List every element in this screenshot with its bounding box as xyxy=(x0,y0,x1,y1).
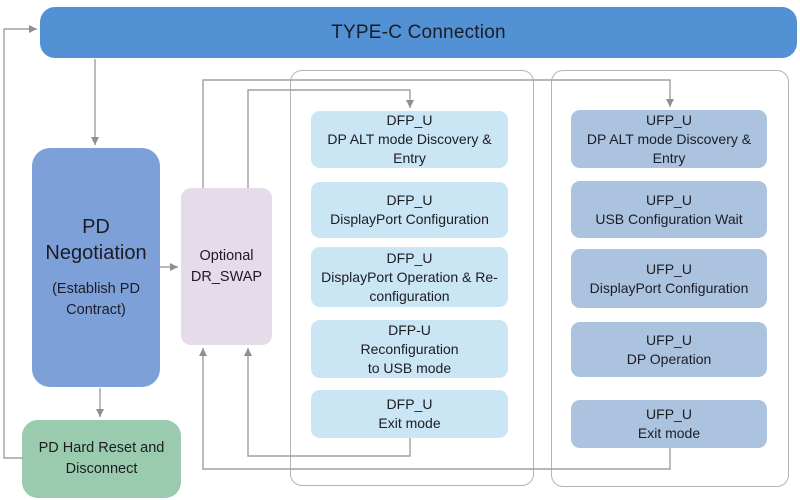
pd-hard-reset-disconnect-node: PD Hard Reset and Disconnect xyxy=(22,420,181,498)
dfp-state-discovery-entry: DFP_U DP ALT mode Discovery & Entry xyxy=(311,111,508,168)
ufp-state-usb-configuration-wait: UFP_U USB Configuration Wait xyxy=(571,181,767,238)
dfp-state-exit-mode: DFP_U Exit mode xyxy=(311,390,508,438)
dfp-state-displayport-configuration: DFP_U DisplayPort Configuration xyxy=(311,182,508,238)
ufp-state-discovery-entry: UFP_U DP ALT mode Discovery & Entry xyxy=(571,110,767,168)
ufp-state-displayport-configuration: UFP_U DisplayPort Configuration xyxy=(571,249,767,308)
dfp-states-group-outline xyxy=(290,70,534,486)
pd-negotiation-title: PD Negotiation xyxy=(45,216,147,264)
ufp-state-exit-mode: UFP_U Exit mode xyxy=(571,400,767,448)
ufp-state-dp-operation: UFP_U DP Operation xyxy=(571,322,767,377)
pd-negotiation-node: PD Negotiation (Establish PD Contract) xyxy=(32,148,160,387)
ufp-states-group-outline xyxy=(551,70,789,487)
dfp-state-reconfiguration-usb: DFP-U Reconfiguration to USB mode xyxy=(311,320,508,378)
optional-dr-swap-node: Optional DR_SWAP xyxy=(181,188,272,345)
typec-connection-node: TYPE-C Connection xyxy=(40,7,797,58)
pd-negotiation-subtitle: (Establish PD Contract) xyxy=(52,281,140,318)
dfp-state-operation-reconfiguration: DFP_U DisplayPort Operation & Re- config… xyxy=(311,247,508,307)
